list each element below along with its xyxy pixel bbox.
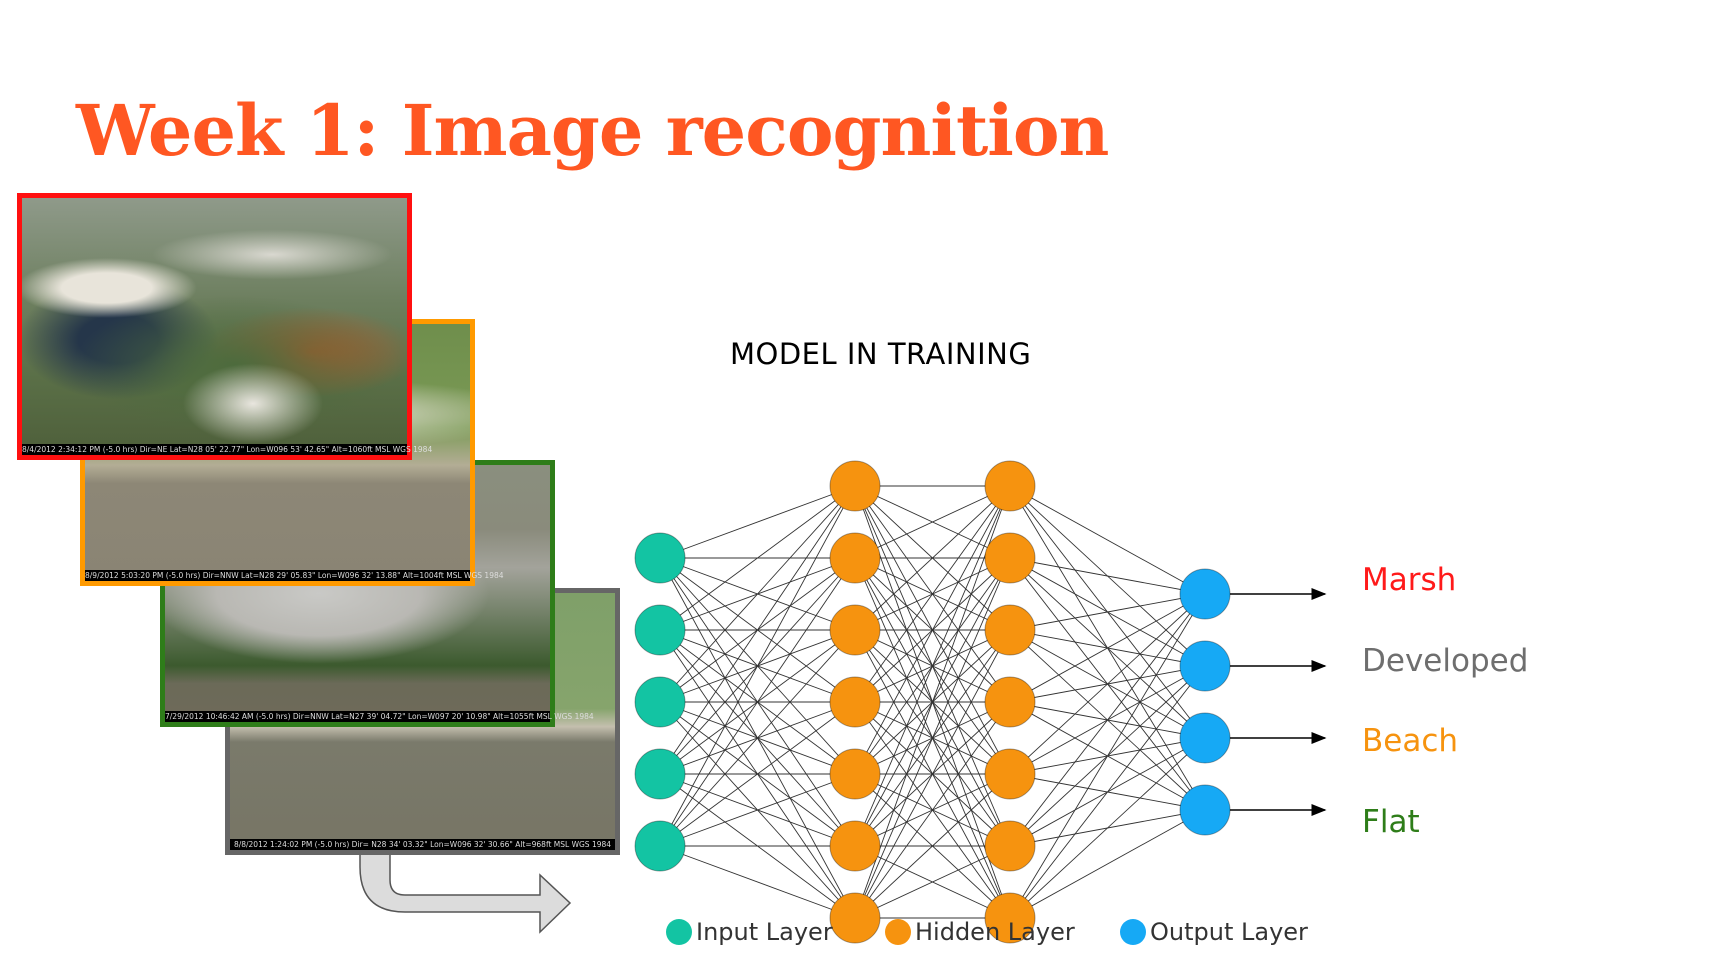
network-edge: [854, 557, 1011, 919]
output-node: [1179, 568, 1231, 620]
network-edge: [659, 485, 856, 775]
network-edge: [1009, 593, 1206, 847]
input-node: [634, 532, 686, 584]
network-edge: [854, 485, 1011, 703]
network-edge: [1009, 593, 1206, 775]
hidden-node: [984, 604, 1036, 656]
photo-flat: 7/29/2012 10:46:42 AM (-5.0 hrs) Dir=NNW…: [160, 460, 594, 727]
hidden-node: [829, 460, 881, 512]
output-layer-dot-icon: [1120, 919, 1146, 945]
output-label-beach: Beach: [1362, 723, 1459, 759]
hidden-node: [984, 676, 1036, 728]
hidden-node: [829, 748, 881, 800]
slide-title: Week 1: Image recognition: [76, 89, 1109, 172]
hidden-node: [984, 532, 1036, 584]
output-label-flat: Flat: [1362, 804, 1420, 840]
output-node: [1179, 712, 1231, 764]
network-edge: [854, 485, 1011, 559]
network-edge: [1009, 665, 1206, 919]
marsh-aerial-image: [22, 198, 407, 455]
photo-caption: 8/4/2012 2:34:12 PM (-5.0 hrs) Dir=NE La…: [22, 444, 433, 455]
hidden-node: [829, 676, 881, 728]
network-edge: [854, 485, 1011, 847]
network-edge: [1009, 557, 1206, 595]
legend-label: Input Layer: [696, 918, 833, 946]
network-edge: [1009, 593, 1206, 631]
hidden-node: [829, 820, 881, 872]
hidden-node: [984, 820, 1036, 872]
input-node: [634, 748, 686, 800]
network-edge: [1009, 593, 1206, 919]
network-edge: [659, 701, 856, 847]
network-edge: [1009, 485, 1206, 595]
hidden-node: [829, 604, 881, 656]
network-edge: [659, 773, 856, 847]
photo-caption: 7/29/2012 10:46:42 AM (-5.0 hrs) Dir=NNW…: [165, 711, 594, 722]
network-edge: [659, 485, 856, 631]
network-edge: [659, 845, 856, 919]
network-edge: [854, 485, 1011, 631]
hidden-node: [829, 532, 881, 584]
hidden-node: [829, 892, 881, 944]
network-edge: [854, 773, 1011, 919]
input-layer-dot-icon: [666, 919, 692, 945]
network-edge: [659, 485, 856, 847]
legend-item-input: Input Layer: [666, 918, 833, 946]
network-edge: [854, 485, 1011, 919]
legend-item-output: Output Layer: [1120, 918, 1308, 946]
output-label-developed: Developed: [1362, 643, 1529, 679]
network-edge: [659, 557, 856, 847]
network-edge: [1009, 593, 1206, 703]
network-edge: [1009, 809, 1206, 919]
network-edge: [659, 485, 856, 559]
output-label-marsh: Marsh: [1362, 562, 1457, 598]
network-edge: [1009, 737, 1206, 919]
legend-item-hidden: Hidden Layer: [885, 918, 1075, 946]
output-node: [1179, 784, 1231, 836]
network-edge: [659, 629, 856, 847]
hidden-node: [984, 460, 1036, 512]
flow-arrow-icon: [359, 814, 572, 934]
input-node: [634, 676, 686, 728]
hidden-layer-dot-icon: [885, 919, 911, 945]
network-edge: [854, 701, 1011, 919]
input-node: [634, 604, 686, 656]
output-node: [1179, 640, 1231, 692]
input-node: [634, 820, 686, 872]
photo-marsh: 8/4/2012 2:34:12 PM (-5.0 hrs) Dir=NE La…: [17, 193, 433, 460]
diagram-title: MODEL IN TRAINING: [730, 337, 1032, 371]
network-edge: [854, 485, 1011, 775]
hidden-node: [984, 892, 1036, 944]
network-edge: [659, 485, 856, 703]
photo-caption: 8/8/2012 1:24:02 PM (-5.0 hrs) Dir= N28 …: [230, 839, 615, 850]
legend-label: Output Layer: [1150, 918, 1308, 946]
legend-label: Hidden Layer: [915, 918, 1075, 946]
photo-caption: 8/9/2012 5:03:20 PM (-5.0 hrs) Dir=NNW L…: [85, 570, 504, 581]
hidden-node: [984, 748, 1036, 800]
network-edge: [854, 845, 1011, 919]
network-edge: [854, 629, 1011, 919]
